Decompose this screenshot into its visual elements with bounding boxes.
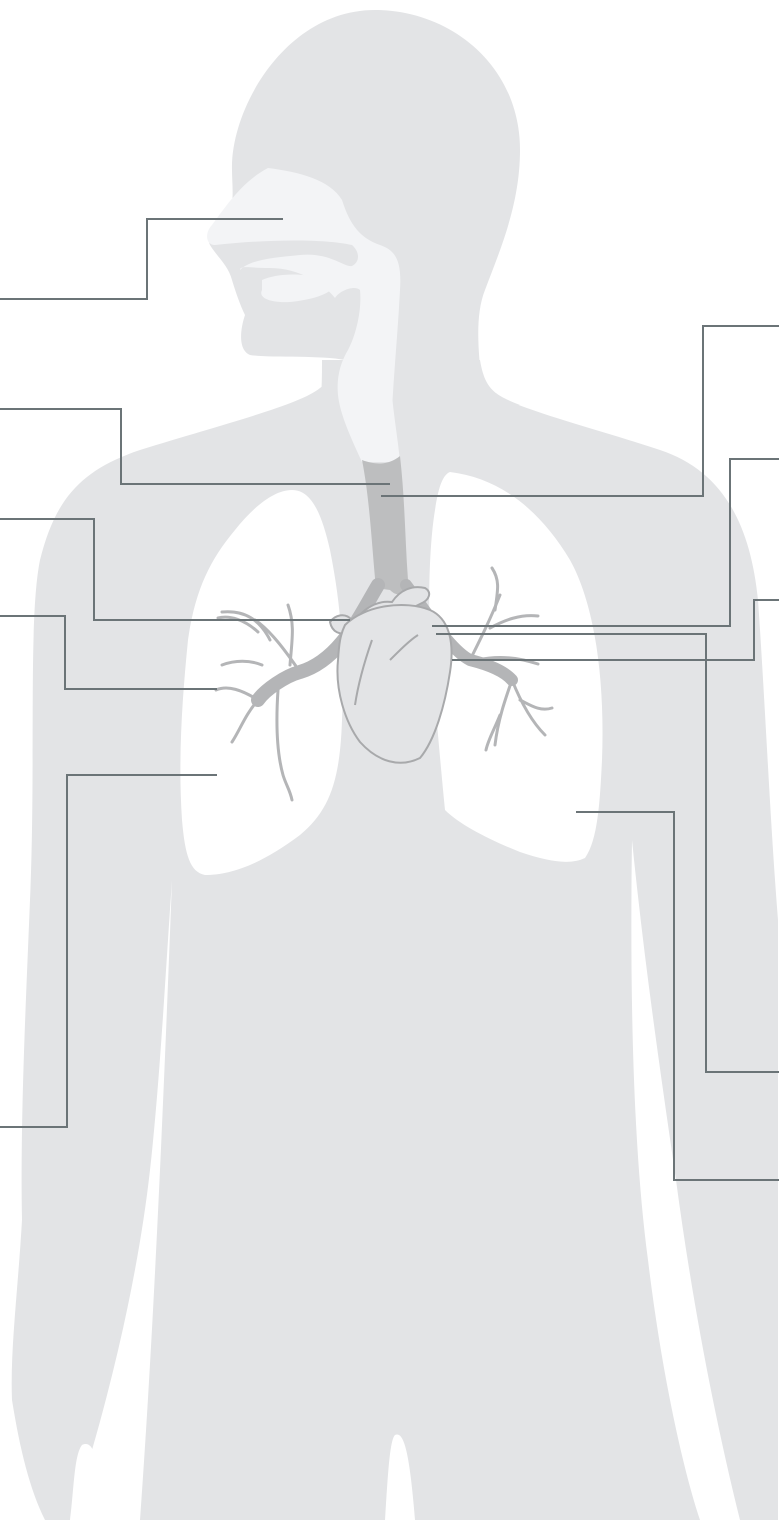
diagram-canvas — [0, 0, 779, 1520]
respiratory-system-diagram — [0, 0, 779, 1520]
